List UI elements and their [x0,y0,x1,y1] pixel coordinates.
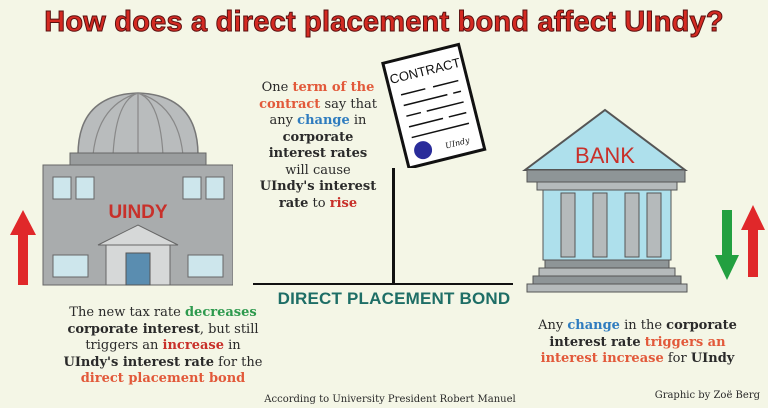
text-segment: term of the contract [259,80,375,112]
text-segment: to [308,195,330,211]
text-segment: The new tax rate [69,305,185,320]
text-segment: change [567,318,620,333]
graphic-credit: Graphic by Zoë Berg [654,390,760,401]
text-segment: UIndy's interest rate [259,179,377,211]
title: How does a direct placement bond affect … [44,6,724,39]
bond-label: DIRECT PLACEMENT BOND [277,289,511,308]
red-up-arrow-icon [10,210,36,285]
text-segment: One [261,80,293,95]
tax-rate-text: The new tax rate decreases corporate int… [56,305,270,388]
bank-change-text: Any change in the corporate interest rat… [530,318,745,368]
text-segment: corporate interest rate [549,318,737,350]
contract-term-text: One term of the contract say that any ch… [258,80,378,212]
bank-illustration: BANK [522,108,765,293]
vertical-divider [392,168,395,285]
text-segment: direct placement bond [80,371,246,386]
red-up-arrow-icon [741,205,765,277]
text-segment: rise [329,195,358,211]
text-segment: triggers an interest increase [540,334,726,367]
bond-line [253,283,513,285]
bank-label: BANK [575,143,635,168]
green-down-arrow-icon [715,210,739,280]
text-segment: for the [214,354,263,370]
text-segment: in [349,113,367,128]
text-segment: for [663,351,691,366]
uindy-building-illustration: UINDY [10,92,233,286]
text-segment: will cause [285,162,351,178]
text-segment: change [297,113,350,128]
text-segment: in [224,338,241,353]
text-segment: Any [538,318,568,333]
text-segment: say that any [269,96,377,129]
text-segment: UIndy's interest rate [63,354,215,370]
seal-icon [414,141,433,160]
uindy-label: UINDY [108,202,167,223]
text-segment: decreases [184,305,257,320]
text-segment: in the [619,318,667,333]
contract-illustration: CONTRACT UIndy [381,42,487,168]
text-segment: , but still triggers an [85,321,259,354]
text-segment: UIndy [690,351,735,366]
text-segment: corporate interest rates [268,129,368,162]
text-segment: increase [162,338,224,353]
text-segment: corporate interest [67,321,200,337]
source-note: According to University President Robert… [264,394,516,405]
